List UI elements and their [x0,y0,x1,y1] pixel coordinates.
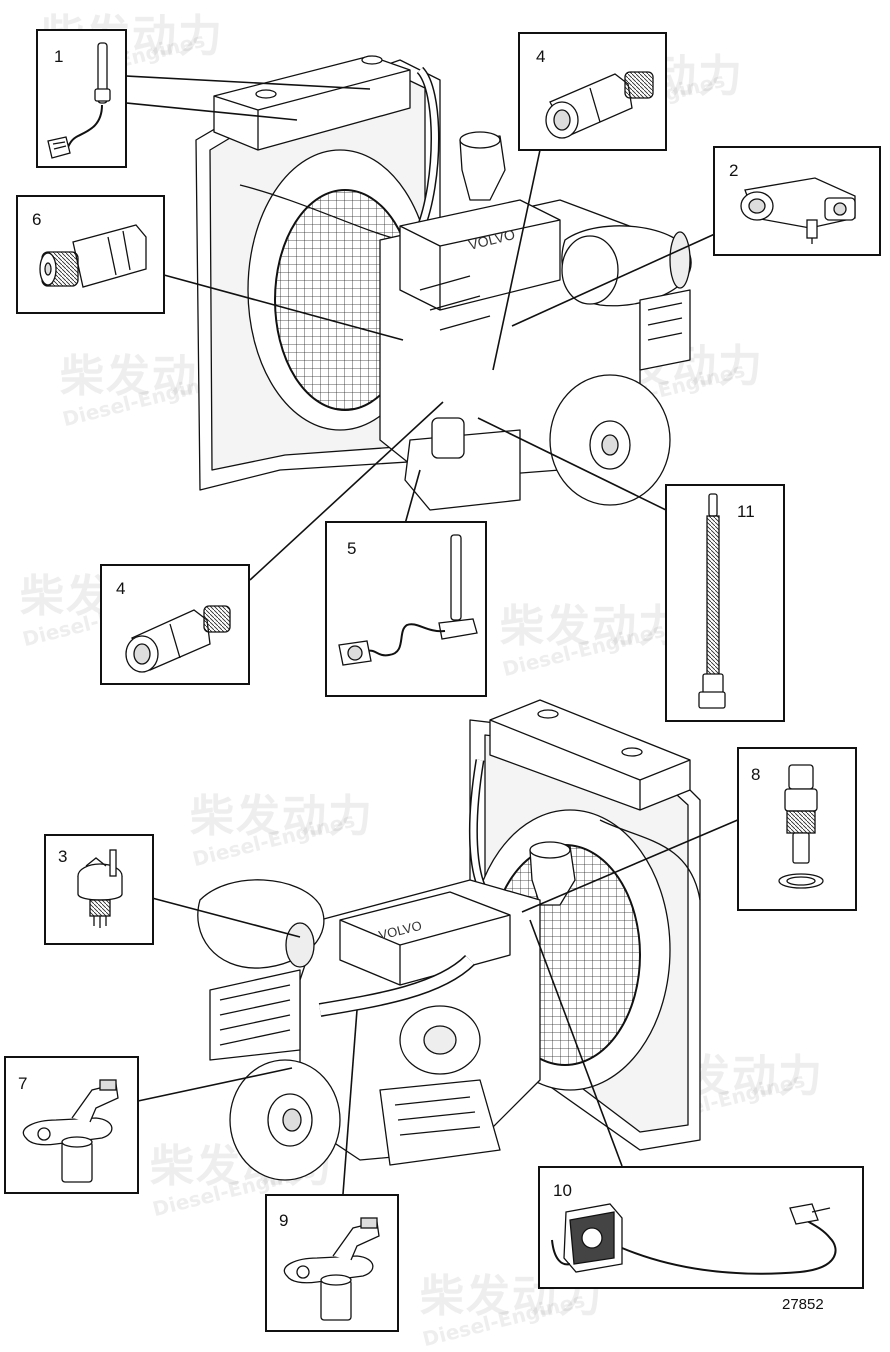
fuel-pressure-sensor-icon [77,849,123,928]
callout-number: 11 [737,502,755,521]
pressure-sensor-icon [545,71,654,139]
callout-10-nox-sensor: 10 [538,1166,864,1289]
coolant-level-sensor-icon [47,42,111,159]
document-number: 27852 [782,1296,824,1313]
flex-sensor-icon [698,493,726,709]
callout-11-flex-sensor: 11 [665,484,785,722]
callout-number: 4 [536,47,546,66]
callout-4-pressure-sensor-left: 4 [100,564,250,685]
speed-sensor-icon [283,1217,380,1321]
engine-bottom: VOLVO [197,699,701,1181]
callout-number: 1 [54,47,64,66]
callout-number: 2 [729,161,739,180]
callout-number: 9 [279,1211,289,1230]
engine-top: VOLVO [195,55,692,511]
nox-sensor-icon [551,1203,837,1275]
callout-7-speed-sensor: 7 [4,1056,139,1194]
callout-9-speed-sensor: 9 [265,1194,399,1332]
pressure-sensor-icon [39,224,147,288]
callout-5-oil-level-sensor: 5 [325,521,487,697]
boost-pressure-sensor-icon [740,177,856,244]
callout-number: 5 [347,539,357,558]
callout-number: 8 [751,765,761,784]
callout-4-pressure-sensor-top: 4 [518,32,667,151]
speed-sensor-icon [22,1079,119,1183]
callout-3-fuel-pressure-sensor: 3 [44,834,154,945]
callout-number: 7 [18,1074,28,1093]
oil-level-sensor-icon [338,534,478,666]
pressure-sensor-icon [125,605,231,673]
callout-number: 4 [116,579,126,598]
callout-2-boost-pressure-sensor: 2 [713,146,881,256]
callout-number: 3 [58,847,68,866]
callout-6-pressure-sensor: 6 [16,195,165,314]
callout-number: 10 [553,1181,572,1200]
callout-number: 6 [32,210,42,229]
temperature-sensor-icon [778,764,824,889]
callout-8-temperature-sensor: 8 [737,747,857,911]
leader-lines [125,75,741,1195]
callout-1-coolant-level-sensor: 1 [36,29,127,168]
